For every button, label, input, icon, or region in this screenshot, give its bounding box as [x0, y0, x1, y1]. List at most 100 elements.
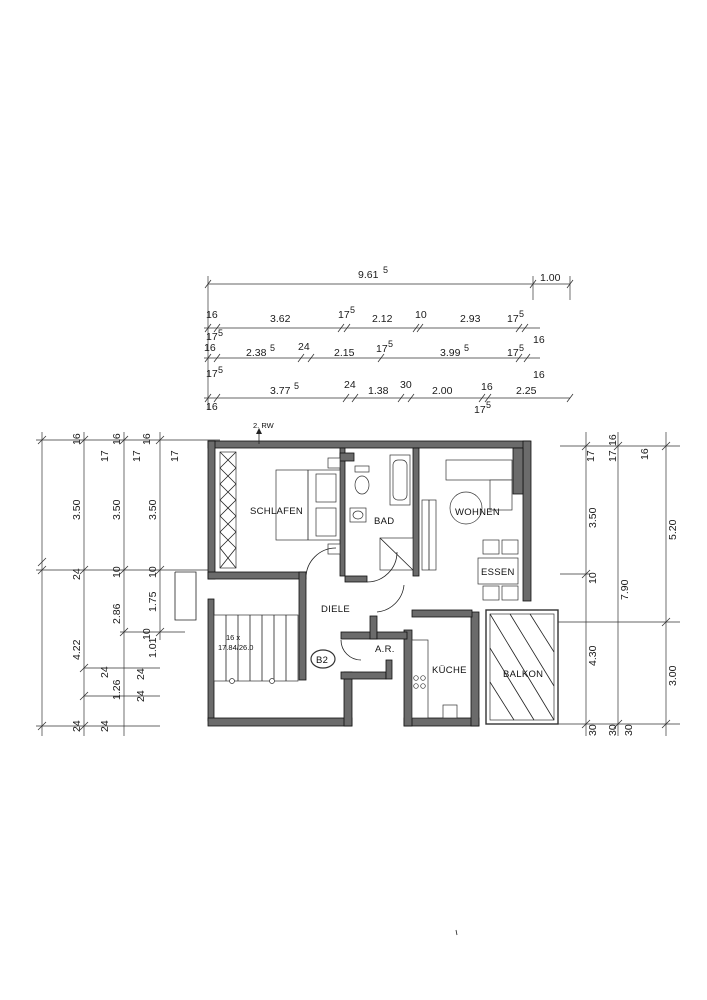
dim-r1-b: 3.50: [587, 507, 599, 528]
dim-r3-h: 17: [507, 347, 519, 359]
room-ar: A.R.: [375, 644, 395, 655]
dim-r3-f: 17: [376, 343, 388, 355]
room-wohnen: WOHNEN: [455, 507, 500, 518]
dim-r1-d: 4.30: [587, 645, 599, 666]
stair-count-label: 16 x: [226, 633, 240, 642]
rw-marker-label: 2. RW: [253, 421, 275, 430]
dim-r4-g: 16: [481, 381, 493, 393]
walls: [207, 440, 532, 727]
dim-r4-e: 30: [400, 379, 412, 391]
dim-r4-c: 24: [344, 379, 356, 391]
dim-r3-d: 30: [623, 724, 635, 736]
dim-r2-b: 3.62: [270, 313, 291, 325]
room-b2: B2: [316, 655, 328, 666]
dim-l4-a: 16: [141, 433, 153, 445]
dim-l1-b: 3.50: [71, 499, 83, 520]
dim-l3-f: 24: [135, 668, 147, 680]
dim-l3-d: 10: [111, 566, 123, 578]
dim-r1-c: 10: [587, 572, 599, 584]
dim-sup: 5: [270, 343, 275, 353]
dim-r2-b: 17: [607, 450, 619, 462]
dim-sup: 5: [464, 343, 469, 353]
room-kueche: KÜCHE: [432, 665, 467, 676]
dim-r2-a: 16: [607, 434, 619, 446]
doors: [305, 547, 405, 661]
kitchen-fixtures: [411, 639, 458, 719]
dim-l2-b: 24: [99, 666, 111, 678]
dim-r3-a: 16: [639, 448, 651, 460]
bed: [275, 457, 341, 555]
dim-r3-c: 2.38: [246, 347, 267, 359]
rw-marker: 2. RW: [253, 421, 275, 444]
dim-l3-e: 2.86: [111, 603, 123, 624]
dim-sup: 5: [383, 265, 388, 275]
dim-l2-c: 1.26: [111, 679, 123, 700]
dim-l4-c: 3.50: [147, 499, 159, 520]
dim-r2-e: 10: [415, 309, 427, 321]
dim-l1-a: 16: [71, 433, 83, 445]
dim-r4-a: 17: [206, 368, 218, 380]
dim-r4-k: 16: [533, 369, 545, 381]
staircase: 16 x 17.84/26.0: [213, 614, 299, 684]
dim-l4-g: 1.01: [147, 637, 159, 658]
dim-r4-h: 2.25: [516, 385, 537, 397]
schlafen-wardrobe: [219, 451, 237, 569]
dim-sup: 5: [218, 328, 223, 338]
dim-r4-d: 1.38: [368, 385, 389, 397]
dim-r3-g: 3.99: [440, 347, 461, 359]
dim-sup: 5: [519, 343, 524, 353]
dim-r4-f: 2.00: [432, 385, 453, 397]
dim-r2-f: 2.93: [460, 313, 481, 325]
dim-r2-c: 7.90: [619, 579, 631, 600]
dim-sup: 5: [294, 381, 299, 391]
exterior-shaft: [174, 571, 197, 621]
dimension-chains-left: 16 3.50 24 4.22 24 17 24 1.26 24 16 17 3…: [36, 432, 220, 736]
dimension-chains-top: 9.61 5 1.00 16 3.62 17 5 2.12 10 2.93 17…: [204, 265, 574, 416]
living-furniture: [421, 459, 519, 601]
dim-r3-d: 24: [298, 341, 310, 353]
room-bad: BAD: [374, 516, 394, 527]
dim-r3-b: 16: [204, 342, 216, 354]
dim-r2-d: 2.12: [372, 313, 393, 325]
dim-l3-g: 24: [135, 690, 147, 702]
dim-l2-a: 17: [99, 450, 111, 462]
dim-r4-i: 17: [474, 404, 486, 416]
dim-sup: 5: [218, 365, 223, 375]
dim-r1-e: 30: [587, 724, 599, 736]
room-balkon: BALKON: [503, 669, 543, 680]
dim-r1-a: 17: [585, 450, 597, 462]
dimension-chains-right: 17 3.50 10 4.30 30 16 17 7.90 30 16 5.20…: [556, 432, 680, 736]
dim-l1-d: 4.22: [71, 639, 83, 660]
dim-l3-b: 17: [131, 450, 143, 462]
dim-r3-i: 16: [533, 334, 545, 346]
stray-mark: [455, 929, 458, 936]
dim-r3-a: 17: [206, 331, 218, 343]
stair-size-label: 17.84/26.0: [218, 643, 253, 652]
dim-l1-c: 24: [71, 568, 83, 580]
dim-l4-f: 10: [141, 628, 153, 640]
room-schlafen: SCHLAFEN: [250, 506, 303, 517]
b2-badge: [310, 649, 336, 669]
dim-r3-c: 3.00: [667, 665, 679, 686]
dim-r2-g: 17: [507, 313, 519, 325]
bathroom-fixtures: [349, 454, 414, 571]
dim-r2-d: 30: [607, 724, 619, 736]
room-essen: ESSEN: [481, 567, 515, 578]
dim-r2-c: 17: [338, 309, 350, 321]
dim-l3-a: 16: [111, 433, 123, 445]
dim-l4-e: 1.75: [147, 591, 159, 612]
dim-sup: 5: [388, 339, 393, 349]
dim-r4-j: 16: [206, 401, 218, 413]
dim-l3-c: 3.50: [111, 499, 123, 520]
dim-l4-d: 10: [147, 566, 159, 578]
dim-sup: 5: [486, 400, 491, 410]
balcony: [485, 609, 559, 725]
dim-extra-width: 1.00: [540, 272, 561, 284]
dim-r2-a: 16: [206, 309, 218, 321]
dim-r3-e: 2.15: [334, 347, 355, 359]
dim-sup: 5: [350, 305, 355, 315]
room-diele: DIELE: [321, 604, 350, 615]
dim-sup: 5: [519, 309, 524, 319]
dim-l4-b: 17: [169, 450, 181, 462]
